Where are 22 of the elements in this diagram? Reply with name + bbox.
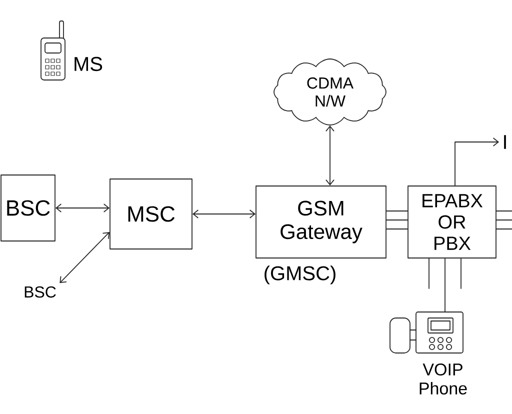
connector-line bbox=[496, 210, 512, 212]
connector-line bbox=[428, 258, 430, 289]
connector-line bbox=[386, 210, 408, 212]
caption-text: (GMSC) bbox=[264, 266, 336, 284]
label-text: MS bbox=[74, 56, 102, 72]
process-box: MSC bbox=[110, 178, 192, 250]
arrow bbox=[60, 232, 110, 284]
bare-text: I bbox=[504, 135, 506, 149]
desk-phone-picture bbox=[390, 312, 464, 354]
process-box: GSM Gateway bbox=[256, 186, 386, 258]
connector-line bbox=[496, 228, 512, 230]
process-box: EPABX OR PBX bbox=[408, 186, 496, 258]
bare-text: BSC bbox=[24, 286, 56, 298]
arrow bbox=[55, 204, 110, 212]
arrow bbox=[192, 210, 256, 218]
process-box: BSC bbox=[0, 174, 56, 242]
arrow bbox=[454, 138, 500, 186]
connector-line bbox=[444, 258, 446, 312]
arrow bbox=[326, 125, 334, 186]
connector-line bbox=[460, 258, 462, 289]
caption-text: VOIP Phone bbox=[420, 363, 467, 395]
connector-line bbox=[386, 228, 408, 230]
